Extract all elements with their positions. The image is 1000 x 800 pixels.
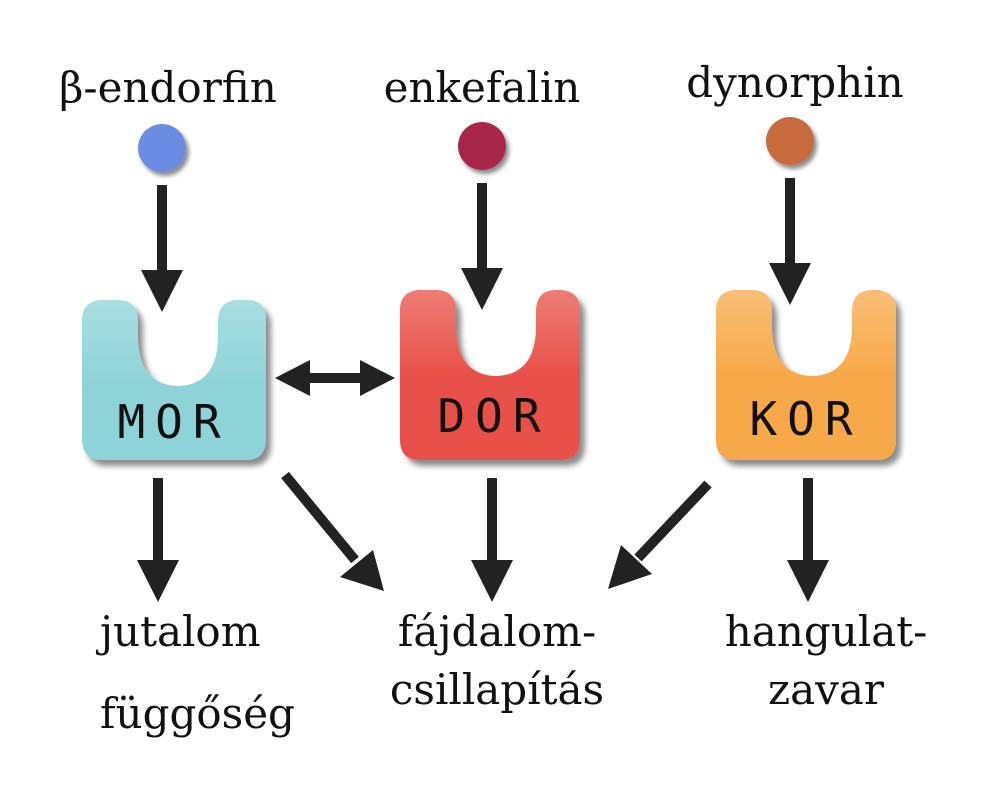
ligand-label-dynorphin: dynorphin [686,58,903,107]
outcome-analgesia-line1: fájdalom- [398,607,596,656]
ligand-label-beta-endorphin: β-endorfin [59,63,277,112]
arrowhead-kor-to-mood [787,560,829,602]
outcome-mood-line1: hangulat- [725,607,928,656]
receptor-label-dor: DOR [437,389,550,443]
arrowhead-dor-side [360,360,395,396]
receptor-dor-gloss [400,290,580,376]
arrowhead-mor-to-analgesia [340,550,384,591]
outcome-reward-line1: jutalom [95,607,261,656]
outcome-analgesia-line2: csillapítás [390,665,604,714]
arrowhead-dor-to-analgesia [471,560,513,602]
receptor-kor-gloss [716,290,896,376]
ligand-dot-beta-endorphin [138,124,186,172]
receptor-kor: KOR [716,290,896,460]
ligand-dot-enkephalin [458,122,506,170]
arrow-shaft-mor-to-analgesia [281,471,359,564]
outcome-mood-line2: zavar [768,665,885,714]
arrow-shaft-kor-to-analgesia [634,480,712,562]
ligand-label-enkephalin: enkefalin [384,63,581,112]
arrowhead-enkephalin-to-dor [461,268,503,310]
arrows-group [137,178,829,602]
arrowhead-mor-to-reward [137,560,179,602]
arrowhead-dynorphin-to-kor [769,263,811,305]
receptor-label-kor: KOR [749,392,862,446]
arrowhead-endorphin-to-mor [141,270,183,312]
arrowhead-mor-side [275,360,310,396]
ligand-dot-dynorphin [766,117,814,165]
receptor-mor: MOR [82,300,266,460]
outcome-reward-line2: függőség [100,689,295,738]
arrowhead-kor-to-analgesia [608,545,652,589]
receptor-dor: DOR [400,290,580,460]
receptor-label-mor: MOR [117,395,230,449]
receptor-mor-gloss [82,300,266,386]
